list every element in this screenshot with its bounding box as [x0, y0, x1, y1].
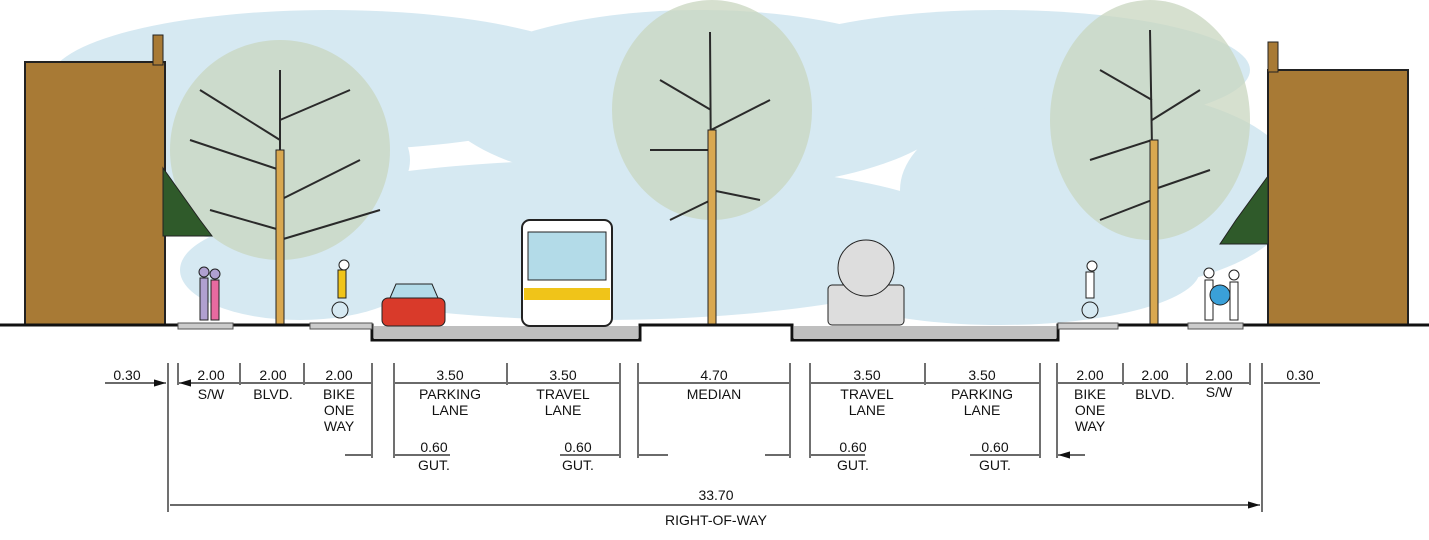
cyclist-left	[331, 259, 350, 319]
sidewalk-right-value: 2.00	[1205, 367, 1232, 383]
travel-left-value: 3.50	[549, 367, 576, 383]
parking-right-label: LANE	[964, 402, 1001, 418]
road-right	[794, 326, 1056, 339]
right-of-way-label: RIGHT-OF-WAY	[665, 512, 768, 528]
building-left	[24, 34, 213, 326]
bike-left-label: ONE	[324, 402, 354, 418]
boulevard-left-value: 2.00	[259, 367, 286, 383]
gutter-value: 0.60	[839, 439, 866, 455]
parking-left-label: PARKING	[419, 386, 481, 402]
gutter-label: GUT.	[418, 457, 450, 473]
dimension-labels: 0.30 2.00 S/W 2.00 BLVD. 2.00 BIKE ONE W…	[113, 367, 1313, 528]
travel-left-label: LANE	[545, 402, 582, 418]
boulevard-right-value: 2.00	[1141, 367, 1168, 383]
bike-right-label: WAY	[1075, 418, 1106, 434]
cyclist-right	[1081, 260, 1099, 319]
sidewalk-right-label: S/W	[1206, 384, 1233, 400]
gutter-label: GUT.	[837, 457, 869, 473]
travel-right-label: TRAVEL	[840, 386, 894, 402]
tree-median	[650, 31, 771, 326]
travel-right-value: 3.50	[853, 367, 880, 383]
boulevard-left-label: BLVD.	[253, 386, 292, 402]
edge-left-value: 0.30	[113, 367, 140, 383]
gutter-value: 0.60	[981, 439, 1008, 455]
gutter-label: GUT.	[979, 457, 1011, 473]
parking-left-value: 3.50	[436, 367, 463, 383]
bike-left-label: WAY	[324, 418, 355, 434]
sidewalk-left-label: S/W	[198, 386, 225, 402]
dimension-lines	[105, 363, 1320, 512]
total-width-value: 33.70	[698, 487, 733, 503]
tanker-truck	[827, 239, 905, 326]
awning-left	[162, 166, 213, 237]
bike-lane-right	[1057, 322, 1119, 330]
pedestrians-right	[1203, 267, 1240, 321]
bike-left-label: BIKE	[323, 386, 355, 402]
median-value: 4.70	[700, 367, 727, 383]
bike-left-value: 2.00	[325, 367, 352, 383]
parking-left-label: LANE	[432, 402, 469, 418]
boulevard-right-label: BLVD.	[1135, 386, 1174, 402]
car	[381, 283, 446, 327]
pedestrians-left	[198, 266, 221, 321]
parking-right-label: PARKING	[951, 386, 1013, 402]
bike-lane-left	[309, 322, 373, 330]
travel-right-label: LANE	[849, 402, 886, 418]
bike-right-value: 2.00	[1076, 367, 1103, 383]
bike-right-label: BIKE	[1074, 386, 1106, 402]
travel-left-label: TRAVEL	[536, 386, 590, 402]
sidewalk-left-value: 2.00	[197, 367, 224, 383]
building-right	[1219, 41, 1409, 326]
sidewalk-left	[177, 322, 234, 330]
bus	[521, 219, 613, 327]
ground	[0, 322, 1429, 342]
gutter-value: 0.60	[564, 439, 591, 455]
parking-right-value: 3.50	[968, 367, 995, 383]
edge-right-value: 0.30	[1286, 367, 1313, 383]
gutter-value: 0.60	[420, 439, 447, 455]
bike-right-label: ONE	[1075, 402, 1105, 418]
awning-right	[1219, 174, 1269, 245]
gutter-label: GUT.	[562, 457, 594, 473]
median-label: MEDIAN	[687, 386, 741, 402]
sidewalk-right	[1187, 322, 1244, 330]
road-left	[374, 326, 638, 339]
